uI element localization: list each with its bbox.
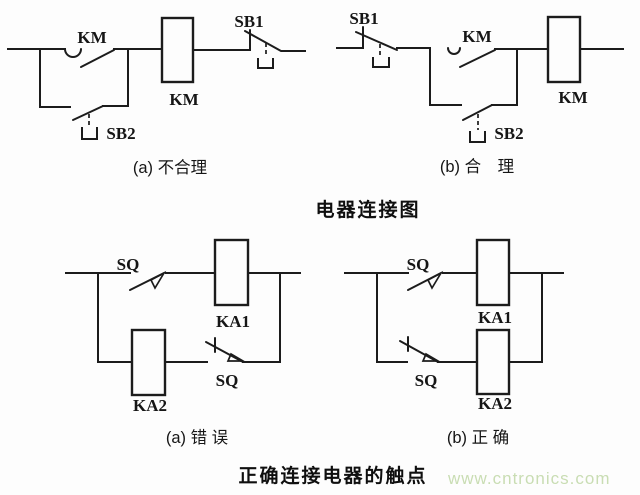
circuit-bottom-a: SQ KA1 KA2 SQ (a) 错 误 [65,238,301,447]
sq-no-actuator-triangle-icon [426,270,444,290]
km-coil-rect [160,16,195,84]
circuit-top-b: SB1 KM SB2 KM (b) 合 理 [336,9,624,176]
km-contact-arc [447,47,461,55]
sb2-pushbutton-cup-icon [81,127,98,140]
wire [7,48,306,108]
sb1-contact-blade [355,31,398,51]
circuit-top-a: KM SB1 SB2 KM (a) 不合理 [7,12,306,177]
wire [344,272,564,363]
caption-top-b: (b) 合 理 [440,157,514,176]
wire [65,272,301,363]
label-ka2: KA2 [478,394,512,413]
label-sq-bottom: SQ [216,371,239,390]
sq-nc-actuator-triangle-icon [226,352,247,362]
ka2-coil-rect [475,328,511,396]
watermark-text: www.cntronics.com [447,469,610,488]
label-ka1: KA1 [216,312,250,331]
label-ka1: KA1 [478,308,512,327]
label-km-contact: KM [462,27,491,46]
sb2-pushbutton-cup-icon [469,131,486,143]
label-sb1: SB1 [349,9,378,28]
sq-nc-contact-blade [399,340,439,363]
sb1-contact-blade [244,30,282,52]
ka1-coil-rect [213,238,250,307]
sb2-contact-blade [72,105,104,121]
caption-bottom-a: (a) 错 误 [166,428,228,447]
label-km-coil: KM [169,90,198,109]
sq-nc-actuator-triangle-icon [421,352,442,362]
label-ka2: KA2 [133,396,167,415]
ka2-coil-rect [130,328,167,397]
label-sq-bottom: SQ [415,371,438,390]
sb2-contact-blade [462,104,493,121]
sb1-pushbutton-cup-icon [257,58,274,69]
label-km-coil: KM [558,88,587,107]
circuit-bottom-b: SQ KA1 SQ KA2 (b) 正 确 [344,238,564,447]
km-contact-arc [64,48,82,58]
label-sb2: SB2 [494,124,523,143]
km-coil-rect [546,15,582,84]
km-contact-blade [80,49,115,68]
sb1-pushbutton-cup-icon [372,57,390,68]
section-title-correct-contacts: 正确连接电器的触点 [238,464,427,487]
km-contact-blade [459,49,496,68]
sq-no-actuator-triangle-icon [149,270,167,290]
wire [336,47,624,106]
sq-nc-contact-blade [205,341,244,363]
section-title-connection-diagram: 电器连接图 [315,198,420,221]
label-sb1: SB1 [234,12,263,31]
ka1-coil-rect [475,238,511,307]
label-km-contact: KM [77,28,106,47]
label-sq-top: SQ [117,255,140,274]
label-sq-top: SQ [407,255,430,274]
caption-bottom-b: (b) 正 确 [447,428,509,447]
label-sb2: SB2 [106,124,135,143]
caption-top-a: (a) 不合理 [133,158,207,177]
